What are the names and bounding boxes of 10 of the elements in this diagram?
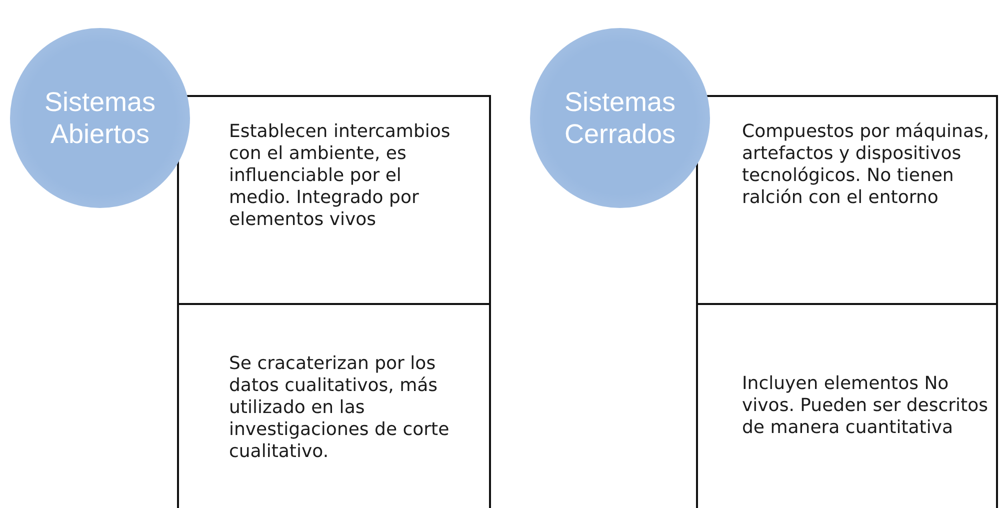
description-box — [696, 305, 998, 508]
description-box — [696, 95, 998, 305]
description-text: Incluyen elementos No vivos. Pueden ser descritos de manera cuantitativa — [742, 373, 989, 439]
category-title: Sistemas Abiertos — [43, 86, 157, 150]
description-text: Compuestos por máquinas, artefactos y dispositivos tecnológicos. No tienen ralción con el entorno — [742, 121, 990, 209]
description-box — [177, 95, 491, 305]
category-title: Sistemas Cerrados — [563, 86, 677, 150]
description-text: Establecen intercambios con el ambiente, es influenciable por el medio. Integrado por elementos vivos — [229, 121, 452, 231]
description-text: Se cracaterizan por los datos cualitativos, más utilizado en las investigaciones de corte cualitativo. — [229, 353, 450, 463]
description-box — [177, 305, 491, 508]
